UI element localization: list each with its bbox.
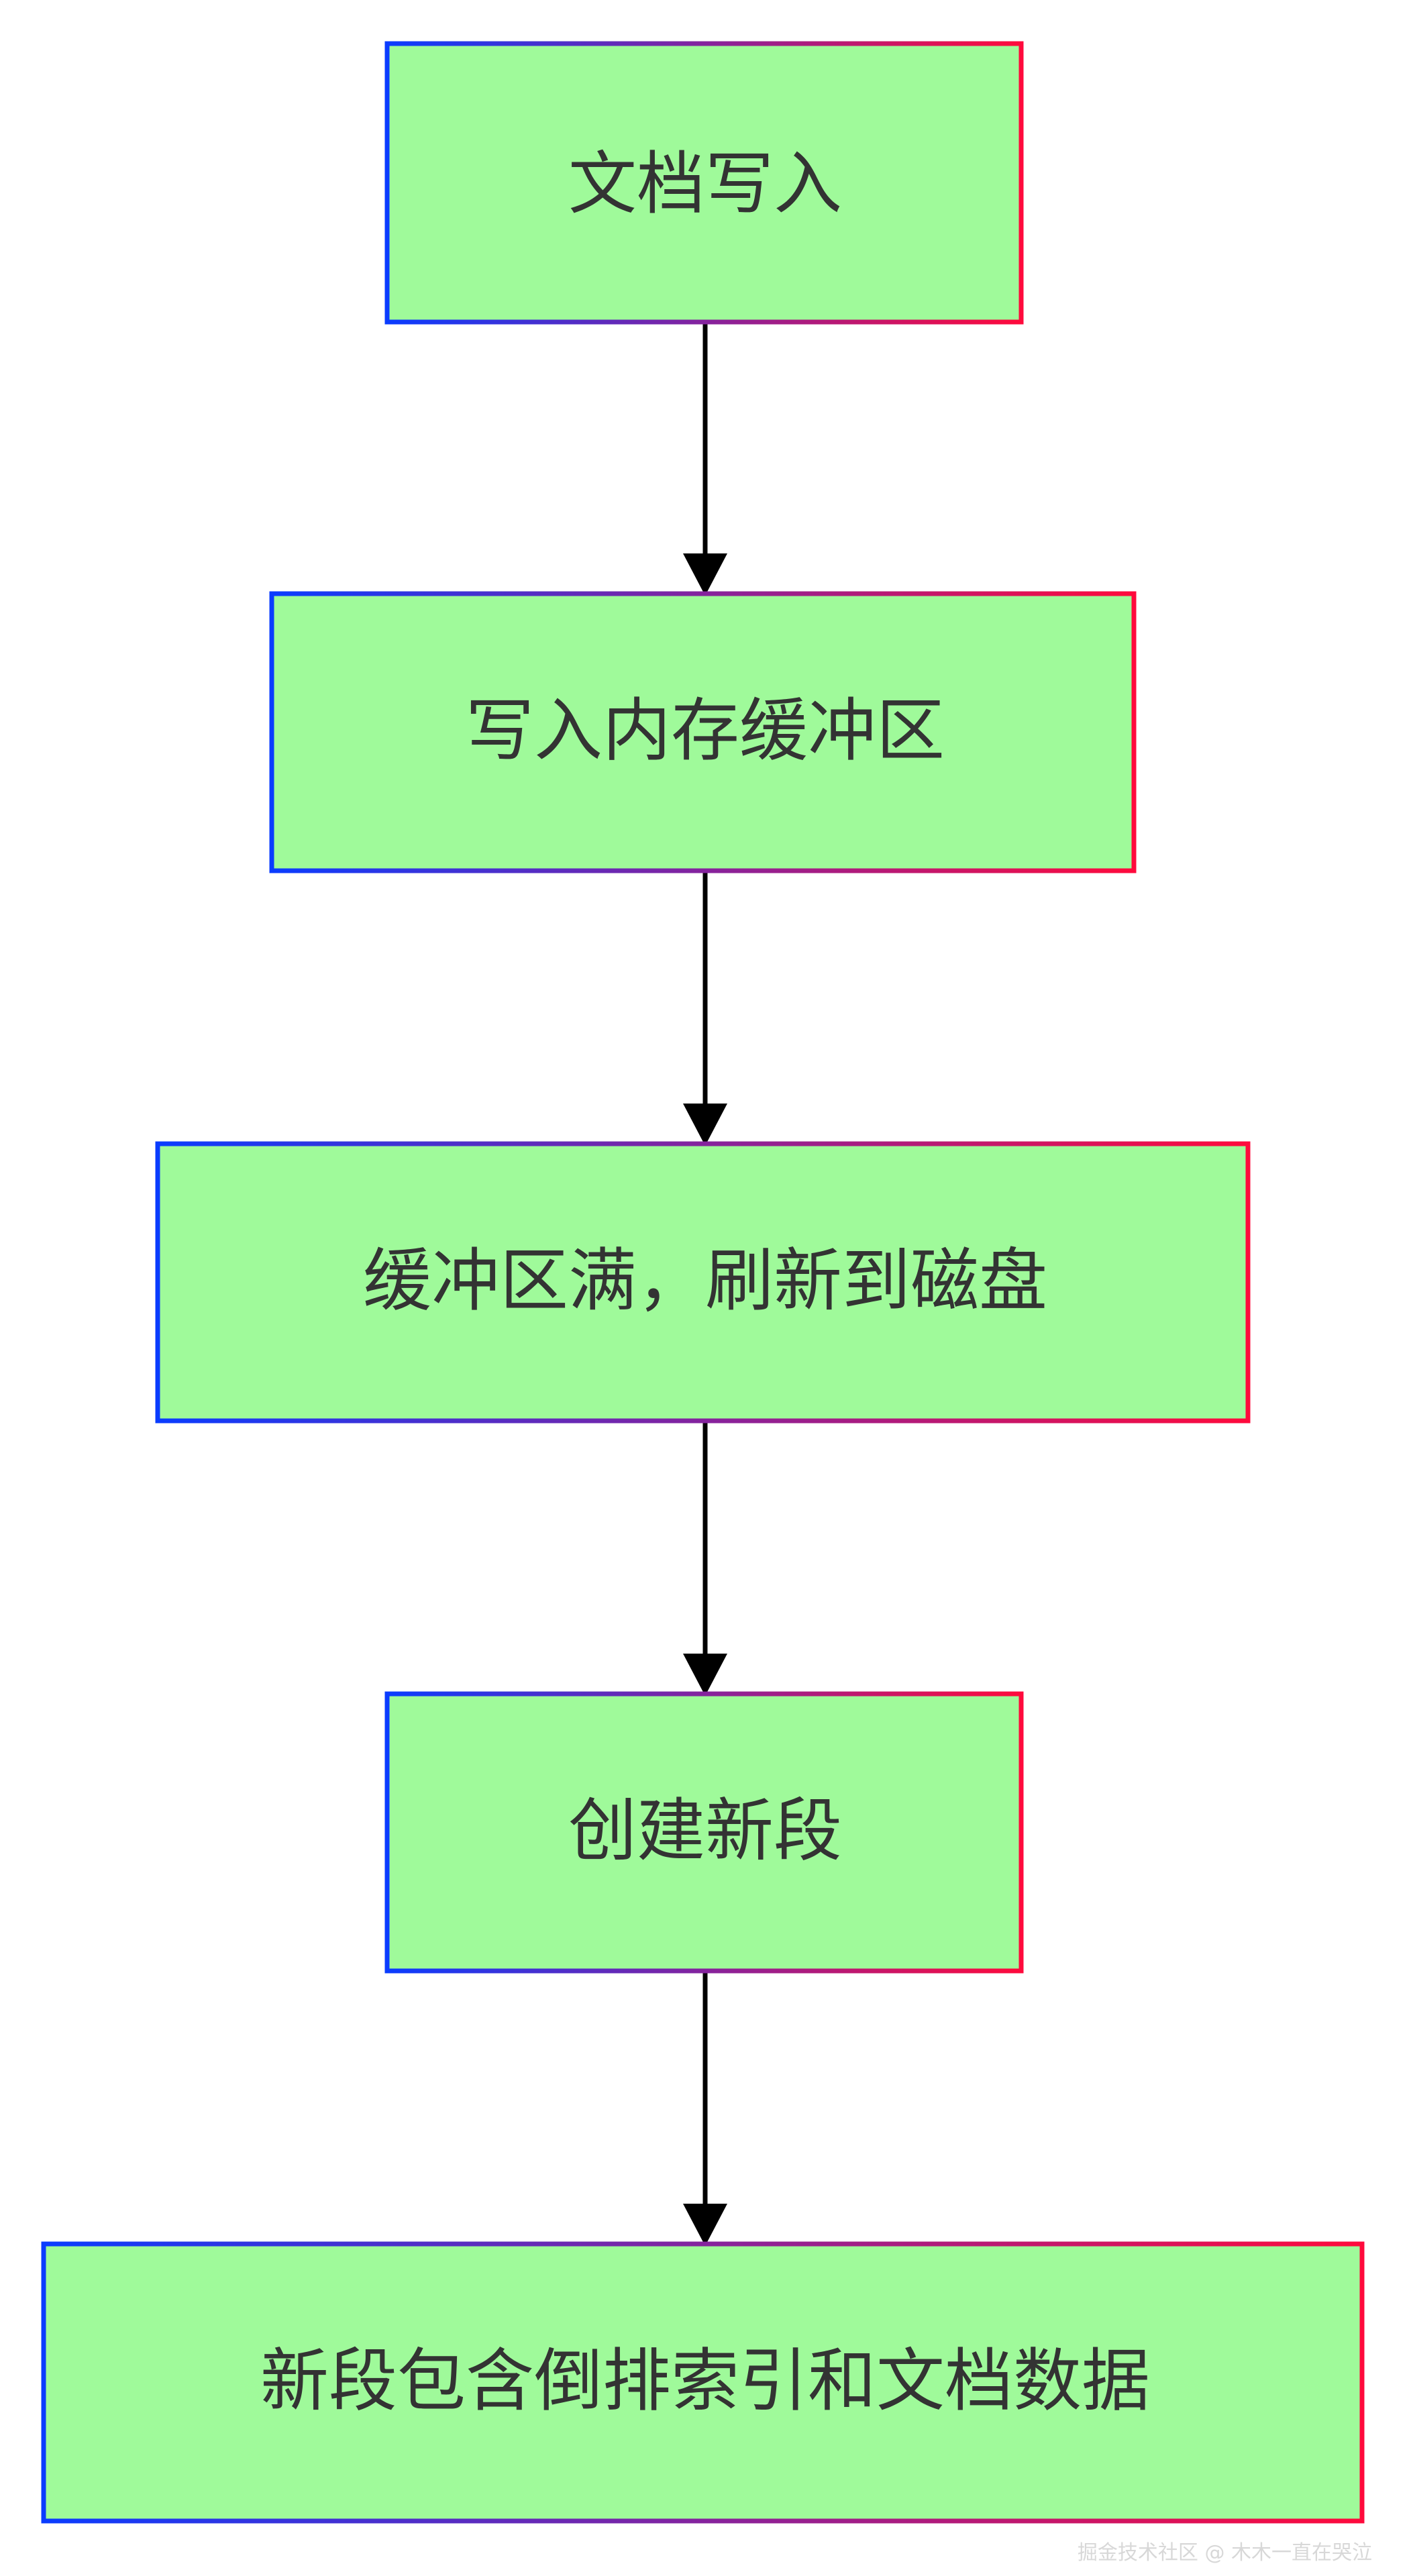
watermark: 掘金技术社区 @ 木木一直在哭泣 [1078, 2541, 1372, 2565]
arrowhead-icon [683, 1654, 727, 1696]
flow-node: 写入内存缓冲区 [269, 591, 1137, 873]
node-label: 文档写入 [568, 145, 842, 225]
edge-4 [683, 1972, 727, 2246]
node-label: 缓冲区满，刷新到磁盘 [363, 1242, 1047, 1322]
arrowhead-icon [683, 553, 727, 596]
node-label: 创建新段 [568, 1792, 842, 1872]
node-box [155, 1141, 1251, 1424]
flow-node: 文档写入 [384, 41, 1024, 325]
arrowhead-icon [683, 2204, 727, 2246]
edge-2 [683, 872, 727, 1146]
node-label: 新段包含倒排索引和文档数据 [260, 2342, 1150, 2422]
flow-node: 创建新段 [384, 1691, 1024, 1974]
flow-node: 新段包含倒排索引和文档数据 [41, 2241, 1365, 2524]
arrowhead-icon [683, 1104, 727, 1146]
node-box [384, 1691, 1024, 1974]
edge-1 [683, 323, 727, 596]
node-box [269, 591, 1137, 873]
node-box [384, 41, 1024, 325]
node-box [41, 2241, 1365, 2524]
edge-3 [683, 1422, 727, 1696]
flow-node: 缓冲区满，刷新到磁盘 [155, 1141, 1251, 1424]
node-label: 写入内存缓冲区 [466, 692, 945, 771]
